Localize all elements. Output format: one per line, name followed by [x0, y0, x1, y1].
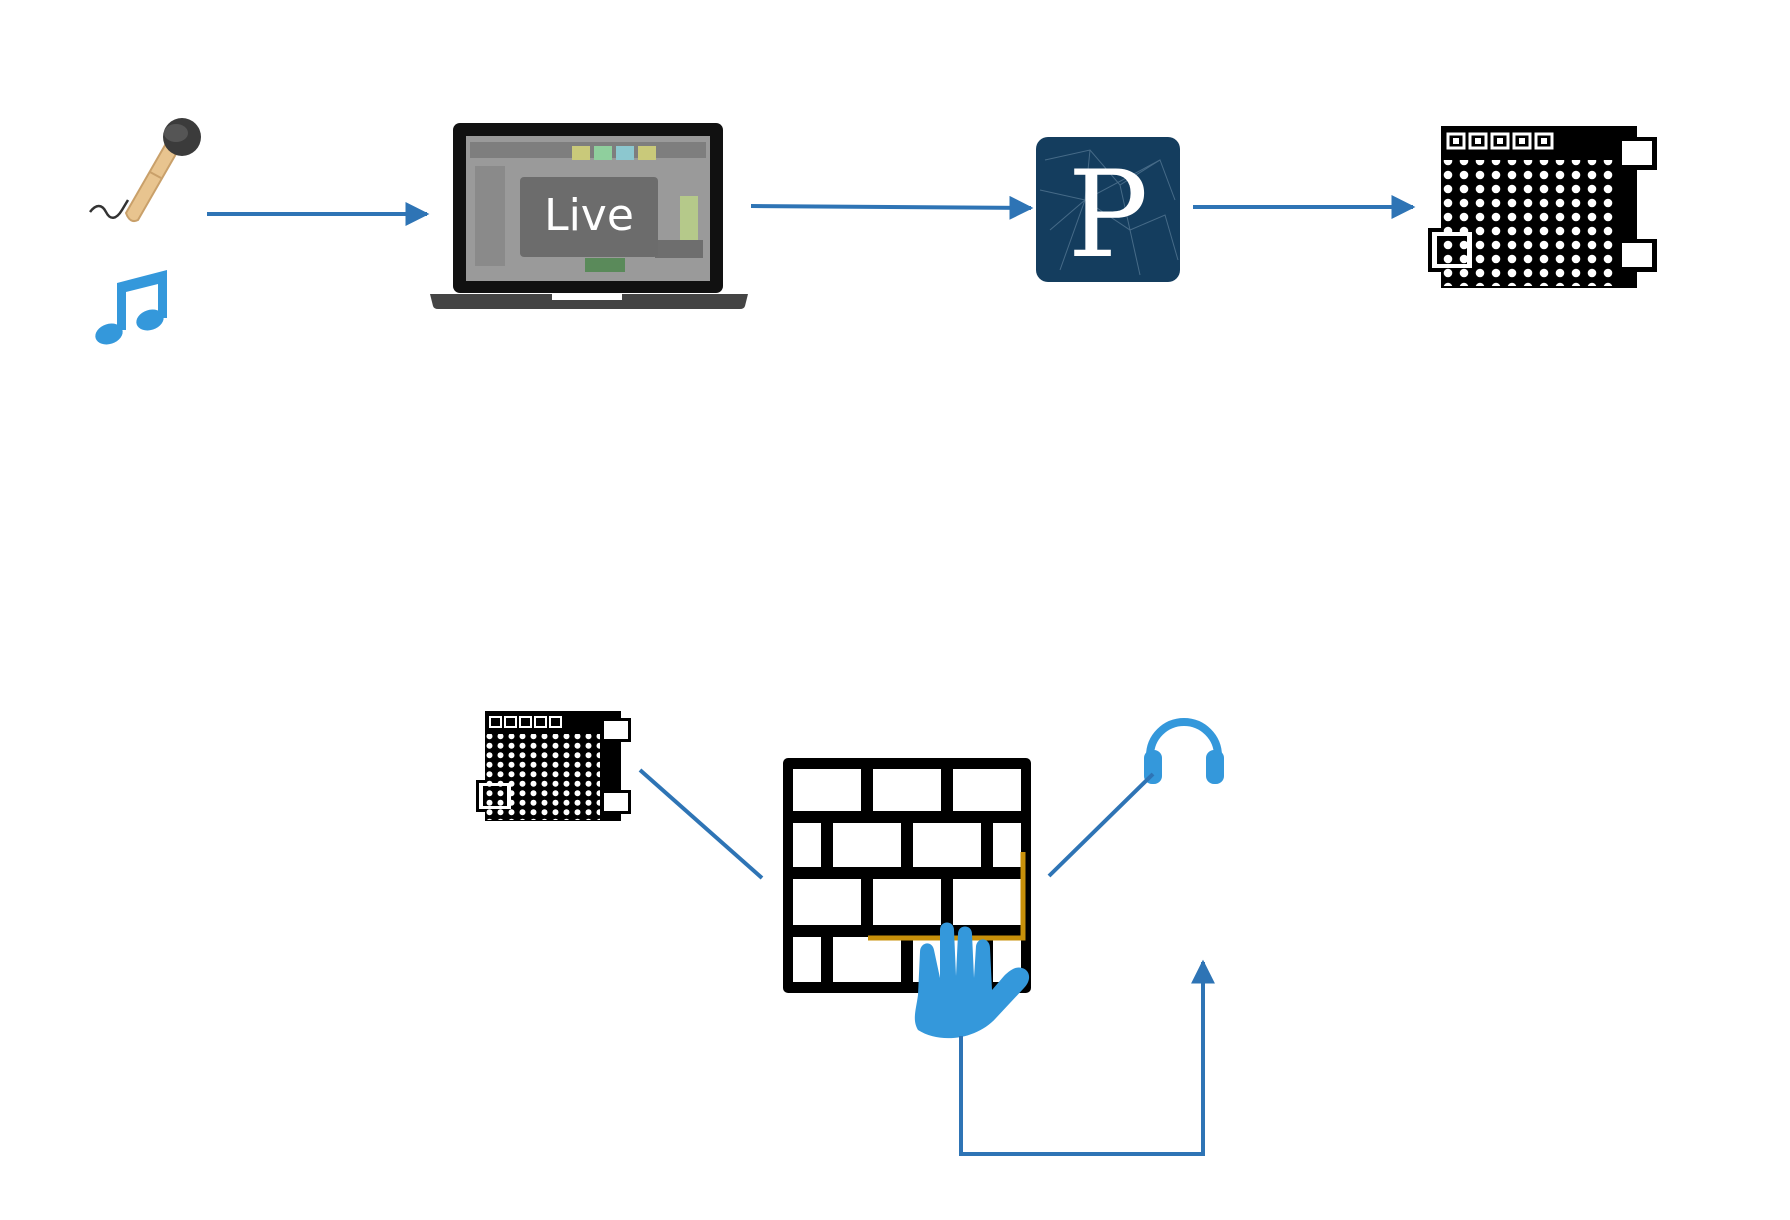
highlight-path	[868, 852, 1026, 941]
feedback-arrow	[959, 959, 1215, 1156]
arrow-laptop-to-app	[750, 195, 1034, 220]
connector-wall-to-headphones	[1047, 772, 1155, 878]
circuit-board-icon	[1428, 126, 1657, 288]
app-p-icon: P	[1036, 137, 1180, 285]
connector-board-to-wall	[638, 768, 764, 880]
laptop-icon: Live	[430, 123, 748, 309]
app-p-letter: P	[1068, 146, 1149, 285]
music-note-icon	[95, 270, 167, 345]
circuit-board-small-icon	[476, 711, 631, 821]
hand-icon	[914, 922, 1030, 1039]
microphone-icon	[89, 118, 201, 223]
headphones-icon	[1144, 718, 1224, 784]
laptop-live-label: Live	[544, 190, 634, 241]
brick-wall-icon	[783, 758, 1031, 993]
